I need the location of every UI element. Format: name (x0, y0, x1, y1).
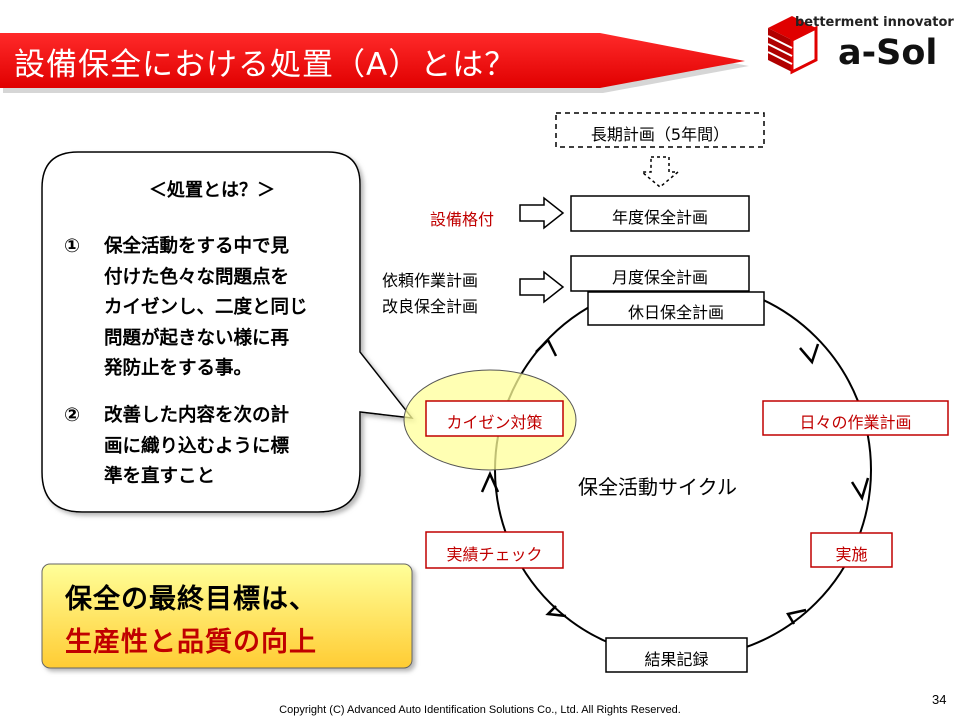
kaizen-label: カイゼン対策 (446, 413, 543, 432)
request-plan-label: 依頼作業計画 (382, 271, 479, 290)
item-1-line-1: 保全活動をする中で見 (104, 236, 290, 257)
daily-plan-label: 日々の作業計画 (799, 413, 912, 432)
logo-tagline: betterment innovator (795, 15, 954, 30)
long-term-plan-label: 長期計画（5年間） (590, 125, 730, 144)
copyright: Copyright (C) Advanced Auto Identificati… (279, 704, 681, 716)
explanation-bubble (41, 151, 414, 513)
holiday-plan-box (587, 291, 765, 326)
item-1-number: ① (64, 235, 81, 257)
annual-plan-label: 年度保全計画 (611, 208, 708, 227)
cycle-label: 保全活動サイクル (578, 475, 737, 499)
logo-name: a-Sol (838, 33, 938, 73)
goal-box (41, 563, 413, 669)
item-1-line-2: 付けた色々な問題点を (104, 266, 290, 288)
item-2-line-2: 画に織り込むように標 (104, 435, 290, 457)
item-1-line-4: 問題が起きない様に再 (104, 327, 290, 349)
item-2-line-1: 改善した内容を次の計 (104, 405, 290, 426)
monthly-plan-box (570, 255, 750, 292)
execution-box (810, 532, 893, 568)
cycle-circle (494, 281, 872, 659)
item-2-number: ② (64, 404, 81, 426)
equipment-rating-label: 設備格付 (430, 210, 495, 229)
improvement-plan-label: 改良保全計画 (382, 297, 479, 316)
title-banner (0, 33, 749, 93)
goal-line-2: 生産性と品質の向上 (65, 627, 317, 658)
execution-label: 実施 (835, 545, 868, 564)
long-term-plan-box (555, 112, 765, 148)
logo-cube-icon (767, 16, 818, 75)
page-number: 34 (932, 692, 947, 707)
performance-check-label: 実績チェック (446, 545, 543, 564)
slide-title: 設備保全における処置（A）とは？ (14, 47, 517, 83)
bubble-heading: ＜処置とは？＞ (149, 180, 275, 201)
dashed-down-arrow (639, 156, 681, 188)
result-record-box (605, 637, 748, 673)
item-2-line-3: 準を直すこと (104, 466, 216, 487)
holiday-plan-label: 休日保全計画 (627, 303, 724, 322)
goal-line-1: 保全の最終目標は、 (65, 584, 317, 615)
result-record-label: 結果記録 (644, 650, 709, 669)
kaizen-box (425, 400, 564, 437)
monthly-plan-label: 月度保全計画 (611, 268, 708, 287)
item-1-text: 保全活動をする中で見 付けた色々な問題点を カイゼンし、二度と同じ 問題が起きな… (104, 232, 308, 385)
cycle-arrowheads (480, 337, 870, 625)
daily-plan-box (762, 400, 949, 436)
item-1-line-3: カイゼンし、二度と同じ (104, 297, 308, 318)
hollow-arrow-request (519, 270, 565, 304)
item-2-text: 改善した内容を次の計 画に織り込むように標 準を直すこと (104, 401, 289, 493)
annual-plan-box (570, 195, 750, 232)
performance-check-box (425, 531, 564, 569)
hollow-arrow-equipment (519, 196, 565, 230)
item-1-line-5: 発防止をする事。 (104, 358, 253, 379)
